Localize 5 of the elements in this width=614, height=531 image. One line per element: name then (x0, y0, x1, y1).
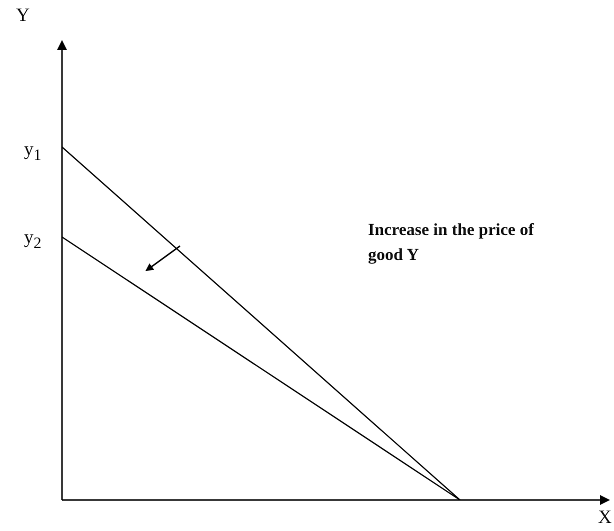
annotation-text: Increase in the price of good Y (368, 219, 536, 266)
intercept-label: y$_{1}$ (24, 140, 42, 164)
axis-label: X (598, 508, 612, 529)
intercept-label: y$_{2}$ (24, 228, 42, 252)
axis-label: Y (16, 6, 30, 27)
